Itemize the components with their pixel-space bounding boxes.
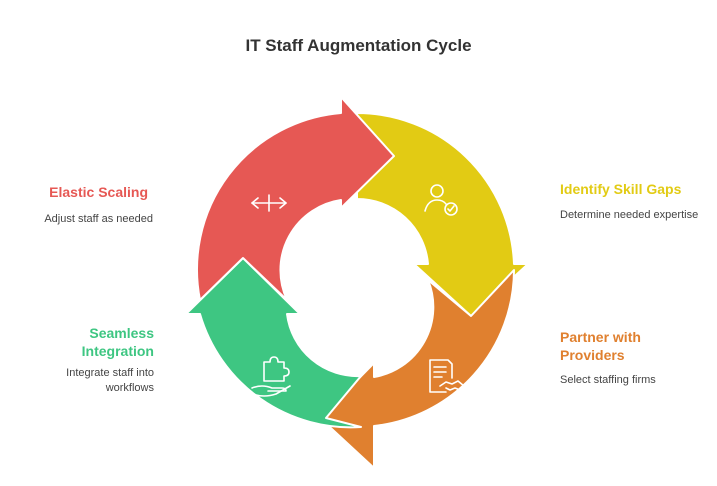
segment-integration[interactable]: [185, 257, 362, 429]
desc-integration-line2: workflows: [105, 382, 154, 394]
puzzle-hand-icon: [251, 356, 291, 397]
label-partner-line2: Providers: [560, 347, 625, 363]
label-partner-providers: Partner with Providers: [560, 328, 700, 364]
desc-partner-providers: Select staffing firms: [560, 374, 656, 386]
label-partner-line1: Partner with: [560, 329, 641, 345]
desc-identify-skill-gaps: Determine needed expertise: [560, 209, 699, 221]
segment-identify[interactable]: [356, 112, 529, 317]
label-integration-line2: Integration: [81, 343, 154, 359]
label-elastic-scaling: Elastic Scaling: [49, 184, 148, 200]
desc-seamless-integration: Integrate staff into workflows: [20, 366, 154, 396]
segment-elastic[interactable]: [196, 96, 395, 301]
user-check-icon: [424, 184, 458, 216]
desc-integration-line1: Integrate staff into: [66, 367, 154, 379]
horizontal-resize-icon: [251, 194, 287, 212]
desc-elastic-scaling: Adjust staff as needed: [44, 213, 153, 225]
page-title: IT Staff Augmentation Cycle: [245, 36, 472, 55]
label-identify-skill-gaps: Identify Skill Gaps: [560, 181, 682, 197]
segment-partner[interactable]: [319, 269, 515, 469]
contract-handshake-icon: [429, 359, 465, 393]
label-integration-line1: Seamless: [89, 325, 154, 341]
label-seamless-integration: Seamless Integration: [20, 324, 154, 360]
